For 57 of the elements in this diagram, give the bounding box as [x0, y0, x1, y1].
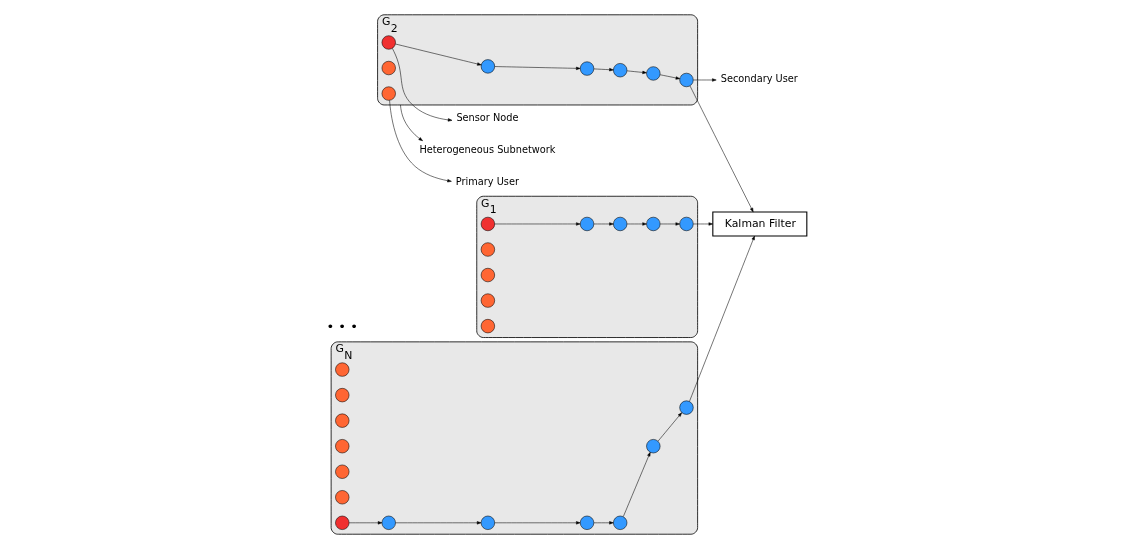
arrow — [692, 78, 716, 82]
node-text: Sensor Node — [455, 112, 518, 124]
node-circle — [612, 63, 627, 78]
node-circle — [579, 61, 594, 76]
arrow — [626, 70, 647, 75]
arrow — [593, 521, 614, 525]
node-circle — [334, 388, 349, 403]
node-circle — [334, 413, 349, 428]
node-circle — [480, 216, 495, 232]
arrow — [689, 85, 753, 213]
node-box: Kalman Filter — [711, 211, 807, 237]
node-circle — [645, 439, 660, 454]
node-circle — [334, 464, 349, 479]
node-circle — [579, 216, 594, 232]
node-text: Secondary User — [720, 73, 798, 85]
node-circle — [334, 439, 349, 454]
node-circle — [612, 216, 627, 232]
arrow — [622, 452, 650, 517]
node-circle — [381, 35, 396, 50]
arrow — [493, 66, 580, 70]
node-text: Primary User — [455, 175, 519, 187]
node-circle — [480, 268, 495, 283]
arrow — [388, 100, 452, 183]
arrow — [692, 222, 713, 226]
arrow — [659, 74, 680, 80]
node-circle — [480, 515, 495, 530]
node-circle — [480, 242, 495, 257]
arrow — [493, 521, 580, 525]
node-circle — [645, 66, 660, 81]
node-circle — [480, 293, 495, 308]
node-circle — [678, 72, 694, 88]
arrow — [593, 68, 614, 72]
node-circle — [579, 515, 594, 530]
node-circle — [381, 86, 396, 101]
node-circle — [334, 362, 349, 377]
arrow — [399, 104, 423, 142]
arrow — [593, 222, 614, 226]
node-circle — [480, 59, 495, 74]
arrow — [626, 222, 647, 226]
node-circle — [334, 515, 349, 530]
node-circle — [645, 216, 660, 232]
arrow — [391, 48, 452, 122]
arrow — [688, 235, 755, 402]
node-text: Heterogeneous Subnetwork — [418, 144, 555, 156]
node-circle — [612, 515, 627, 530]
arrow — [394, 43, 481, 66]
arrow — [348, 521, 382, 525]
node-circle — [678, 216, 694, 232]
arrow — [657, 412, 682, 442]
node-circle — [334, 490, 349, 505]
arrow — [493, 222, 580, 226]
label: • • • — [326, 319, 358, 335]
arrow — [659, 222, 680, 226]
arrow — [394, 521, 481, 525]
node-circle — [381, 60, 396, 76]
node-circle — [480, 319, 495, 334]
node-circle — [381, 515, 396, 530]
